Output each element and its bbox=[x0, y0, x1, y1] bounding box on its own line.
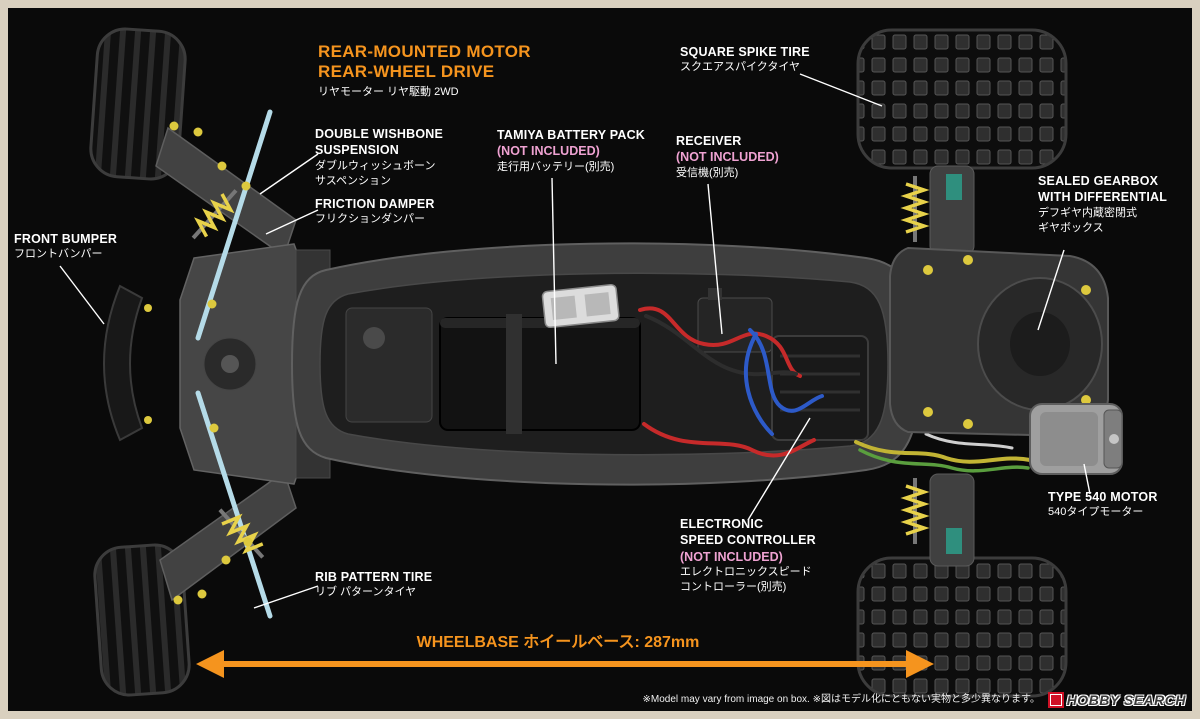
esc-jp1: エレクトロニックスピード bbox=[680, 565, 812, 578]
esc-note: (NOT INCLUDED) bbox=[680, 549, 783, 564]
double-wishbone-jp2: サスペンション bbox=[315, 174, 392, 187]
front-bumper-jp: フロントバンパー bbox=[14, 248, 103, 261]
callout-gearbox: SEALED GEARBOX WITH DIFFERENTIAL デフギヤ内蔵密… bbox=[1038, 173, 1167, 236]
callout-motor: TYPE 540 MOTOR 540タイプモーター bbox=[1048, 489, 1158, 521]
drive-type-line1: REAR-MOUNTED MOTOR bbox=[318, 42, 531, 61]
rear-spike-tire-bottom bbox=[856, 556, 1068, 698]
motor-jp: 540タイプモーター bbox=[1048, 506, 1144, 519]
esc-en1: ELECTRONIC bbox=[680, 517, 764, 531]
friction-damper-jp: フリクションダンパー bbox=[315, 213, 425, 226]
hobbysearch-logo-text: HOBBY SEARCH bbox=[1066, 692, 1186, 708]
double-wishbone-en2: SUSPENSION bbox=[315, 143, 399, 158]
receiver-note: (NOT INCLUDED) bbox=[676, 150, 779, 165]
front-rib-tire-bottom bbox=[93, 543, 191, 697]
esc-part bbox=[771, 335, 869, 441]
callout-rib-tire: RIB PATTERN TIRE リブ パターンタイヤ bbox=[315, 569, 432, 601]
gearbox-jp2: ギヤボックス bbox=[1038, 221, 1104, 234]
front-rib-tire-top bbox=[89, 27, 187, 181]
hobbysearch-logo-icon bbox=[1047, 692, 1064, 708]
motor-en: TYPE 540 MOTOR bbox=[1048, 490, 1158, 504]
front-bumper-part bbox=[103, 284, 144, 442]
friction-damper-en: FRICTION DAMPER bbox=[315, 197, 435, 211]
esc-jp2: コントローラー(別売) bbox=[680, 581, 787, 594]
gearbox-jp1: デフギヤ内蔵密閉式 bbox=[1038, 206, 1137, 219]
hobbysearch-watermark: HOBBY SEARCH bbox=[1047, 692, 1186, 708]
callout-receiver: RECEIVER (NOT INCLUDED) 受信機(別売) bbox=[676, 133, 779, 181]
esc-en2: SPEED CONTROLLER bbox=[680, 533, 816, 548]
callout-double-wishbone: DOUBLE WISHBONE SUSPENSION ダブルウィッシュボーン サ… bbox=[315, 126, 443, 189]
receiver-en: RECEIVER bbox=[676, 134, 742, 148]
rear-spike-tire-top bbox=[856, 28, 1068, 170]
drive-type-line2: REAR-WHEEL DRIVE bbox=[318, 62, 495, 82]
battery-en: TAMIYA BATTERY PACK bbox=[497, 128, 646, 142]
callout-esc: ELECTRONIC SPEED CONTROLLER (NOT INCLUDE… bbox=[680, 516, 816, 596]
gearbox-en1: SEALED GEARBOX bbox=[1038, 174, 1159, 188]
gearbox-en2: WITH DIFFERENTIAL bbox=[1038, 190, 1168, 205]
rear-suspension-part bbox=[900, 165, 975, 567]
callout-square-spike-tire: SQUARE SPIKE TIRE スクエアスパイクタイヤ bbox=[680, 44, 810, 76]
callout-drive-type: REAR-MOUNTED MOTOR REAR-WHEEL DRIVE リヤモー… bbox=[318, 42, 531, 100]
chassis-illustration bbox=[59, 27, 1123, 698]
square-spike-tire-en: SQUARE SPIKE TIRE bbox=[680, 45, 810, 59]
wheelbase-arrow bbox=[196, 650, 934, 678]
double-wishbone-jp1: ダブルウィッシュボーン bbox=[315, 159, 436, 172]
double-wishbone-en1: DOUBLE WISHBONE bbox=[315, 127, 443, 141]
battery-jp: 走行用バッテリー(別売) bbox=[497, 160, 615, 173]
wheelbase-label: WHEELBASE ホイールベース: 287mm bbox=[416, 634, 700, 651]
square-spike-tire-jp: スクエアスパイクタイヤ bbox=[680, 61, 801, 74]
callout-battery: TAMIYA BATTERY PACK (NOT INCLUDED) 走行用バッ… bbox=[497, 127, 645, 175]
battery-pack-part bbox=[439, 284, 641, 434]
drive-type-jp: リヤモーター リヤ駆動 2WD bbox=[318, 86, 459, 99]
rib-tire-jp: リブ パターンタイヤ bbox=[315, 586, 417, 599]
motor-part bbox=[1029, 403, 1123, 475]
callout-front-bumper: FRONT BUMPER フロントバンパー bbox=[14, 231, 117, 263]
disclaimer-text: ※Model may vary from image on box. ※図はモデ… bbox=[642, 694, 1041, 705]
battery-note: (NOT INCLUDED) bbox=[497, 144, 600, 159]
wiring-part bbox=[638, 306, 1032, 473]
callout-friction-damper: FRICTION DAMPER フリクションダンパー bbox=[315, 196, 435, 228]
receiver-jp: 受信機(別売) bbox=[676, 166, 739, 179]
gearbox-part bbox=[889, 246, 1109, 438]
callout-pointer-lines bbox=[59, 73, 1091, 609]
rib-tire-en: RIB PATTERN TIRE bbox=[315, 570, 433, 584]
front-bumper-en: FRONT BUMPER bbox=[14, 232, 118, 246]
